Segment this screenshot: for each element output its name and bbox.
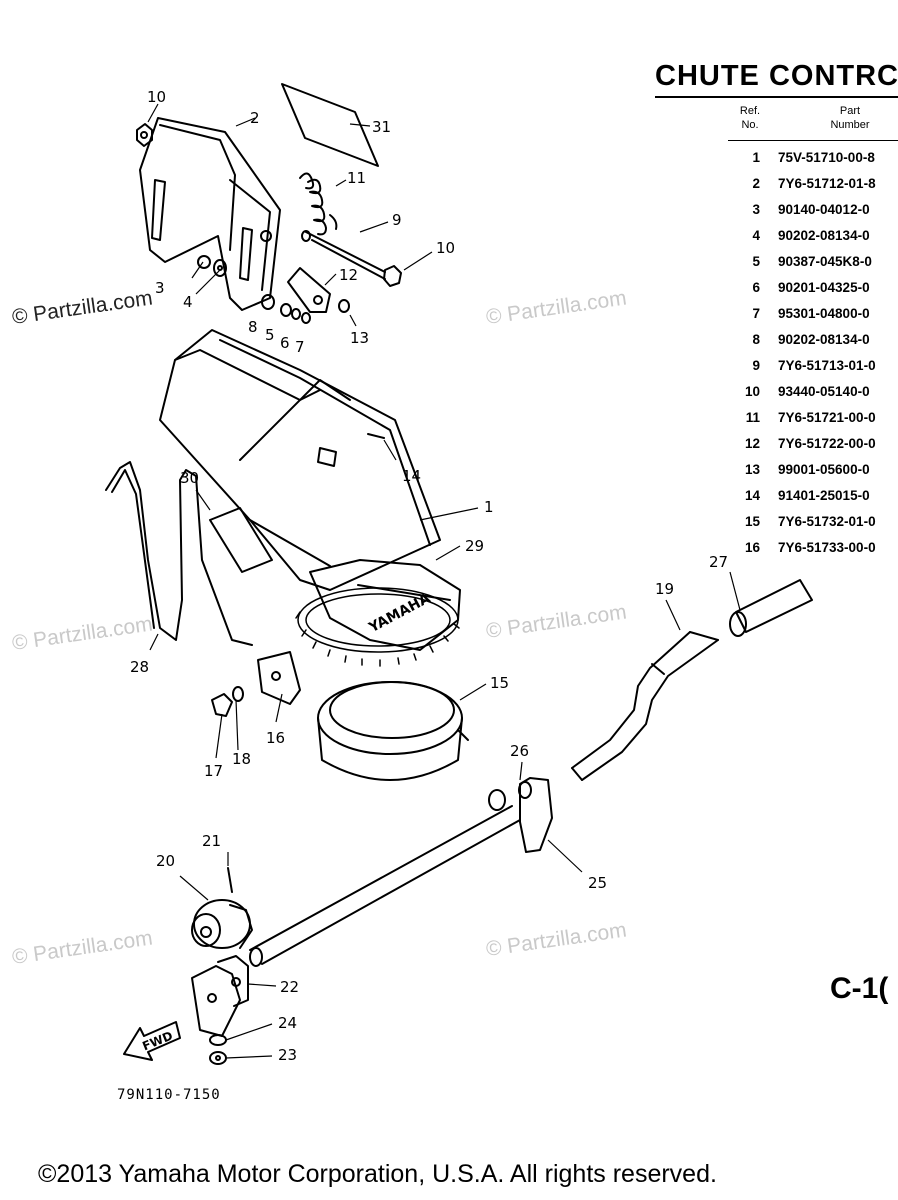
callout-28: 28 — [130, 658, 149, 676]
part-number-header: Part Number — [830, 105, 870, 131]
callout-11: 11 — [347, 169, 366, 187]
copyright-notice: ©2013 Yamaha Motor Corporation, U.S.A. A… — [38, 1160, 717, 1188]
callout-29: 29 — [465, 537, 484, 555]
callout-26: 26 — [510, 742, 529, 760]
part-21-pin — [227, 867, 233, 893]
callout-10b: 10 — [436, 239, 455, 257]
fwd-arrow — [123, 1021, 181, 1061]
part-22-bracket — [191, 955, 249, 1037]
part-17-18-bolt — [211, 686, 244, 717]
ring-gear — [295, 587, 460, 667]
callout-22: 22 — [280, 978, 299, 996]
ref-no-header: Ref. No. — [739, 105, 761, 131]
callout-17: 17 — [204, 762, 223, 780]
part-27-grip — [729, 579, 813, 637]
long-shaft — [249, 805, 521, 967]
part-25-joint — [488, 777, 553, 853]
callout-16: 16 — [266, 729, 285, 747]
header-rule — [728, 140, 898, 141]
part-16-bracket — [257, 651, 301, 705]
callout-13: 13 — [350, 329, 369, 347]
part-number: 90202-08134-0 — [778, 332, 870, 347]
part-number: 95301-04800-0 — [778, 306, 870, 321]
ref-number: 15 — [744, 514, 760, 529]
callout-5: 5 — [265, 326, 275, 344]
callout-1: 1 — [484, 498, 494, 516]
callout-27: 27 — [709, 553, 728, 571]
callout-7: 7 — [295, 338, 305, 356]
part-number: 7Y6-51733-00-0 — [778, 540, 876, 555]
callout-2: 2 — [250, 109, 260, 127]
callout-15: 15 — [490, 674, 509, 692]
part-number: 7Y6-51732-01-0 — [778, 514, 876, 529]
part-9-pin — [301, 230, 386, 280]
callout-3: 3 — [155, 279, 165, 297]
part-number: 93440-05140-0 — [778, 384, 870, 399]
part-19-control-rod — [571, 631, 719, 781]
part-2-deflector — [139, 117, 281, 311]
ref-number: 4 — [752, 228, 760, 243]
callout-20: 20 — [156, 852, 175, 870]
part-number: 7Y6-51713-01-0 — [778, 358, 876, 373]
part-number: 91401-25015-0 — [778, 488, 870, 503]
part-number: 7Y6-51722-00-0 — [778, 436, 876, 451]
ref-number: 7 — [752, 306, 760, 321]
callout-24: 24 — [278, 1014, 297, 1032]
ref-number: 11 — [745, 410, 760, 425]
part-28-rod — [105, 461, 253, 646]
part-15-ring — [317, 681, 469, 781]
callout-21: 21 — [202, 832, 221, 850]
ref-number: 13 — [744, 462, 760, 477]
part-23-24-nut-washer — [209, 1034, 227, 1065]
part-number: 7Y6-51712-01-8 — [778, 176, 876, 191]
part-31-label-sheet — [281, 83, 379, 167]
callout-6: 6 — [280, 334, 290, 352]
drawing-number: 79N110-7150 — [117, 1087, 221, 1103]
leader-lines — [147, 103, 741, 1059]
part-number: 7Y6-51721-00-0 — [778, 410, 876, 425]
part-20-pulley — [191, 899, 253, 949]
hardware-small-parts — [136, 123, 402, 324]
ref-number: 3 — [752, 202, 760, 217]
part-11-spring — [299, 172, 338, 236]
title-underline — [655, 96, 898, 98]
part-30-plate — [209, 507, 273, 573]
ref-number: 1 — [752, 150, 760, 165]
part-number: 90387-045K8-0 — [778, 254, 872, 269]
ref-number: 14 — [744, 488, 760, 503]
ref-number: 6 — [752, 280, 760, 295]
ref-number: 10 — [744, 384, 760, 399]
chute-brand-text: YAMAHA — [366, 590, 434, 636]
part-number: 99001-05600-0 — [778, 462, 870, 477]
ref-number: 9 — [752, 358, 760, 373]
callout-18: 18 — [232, 750, 251, 768]
ref-number: 8 — [752, 332, 760, 347]
part-12-arm — [287, 267, 331, 313]
callout-4: 4 — [183, 293, 193, 311]
callout-12: 12 — [339, 266, 358, 284]
diagram-title: CHUTE CONTRC — [655, 60, 898, 92]
ref-number: 2 — [752, 176, 760, 191]
ref-number: 16 — [744, 540, 760, 555]
callout-10a: 10 — [147, 88, 166, 106]
callout-19: 19 — [655, 580, 674, 598]
callout-8: 8 — [248, 318, 258, 336]
callout-14: 14 — [402, 467, 421, 485]
callout-30: 30 — [180, 469, 199, 487]
section-code: C-1( — [830, 972, 889, 1005]
part-number: 75V-51710-00-8 — [778, 150, 875, 165]
part-number: 90201-04325-0 — [778, 280, 870, 295]
fwd-label: FWD — [140, 1029, 174, 1054]
callout-25: 25 — [588, 874, 607, 892]
callout-9: 9 — [392, 211, 402, 229]
callout-31: 31 — [372, 118, 391, 136]
ref-number: 12 — [744, 436, 760, 451]
callout-23: 23 — [278, 1046, 297, 1064]
part-number: 90202-08134-0 — [778, 228, 870, 243]
part-number: 90140-04012-0 — [778, 202, 870, 217]
callout-numbers: 10 2 31 11 9 10 12 3 4 8 5 6 7 13 14 1 2… — [130, 88, 728, 1064]
ref-number: 5 — [752, 254, 760, 269]
